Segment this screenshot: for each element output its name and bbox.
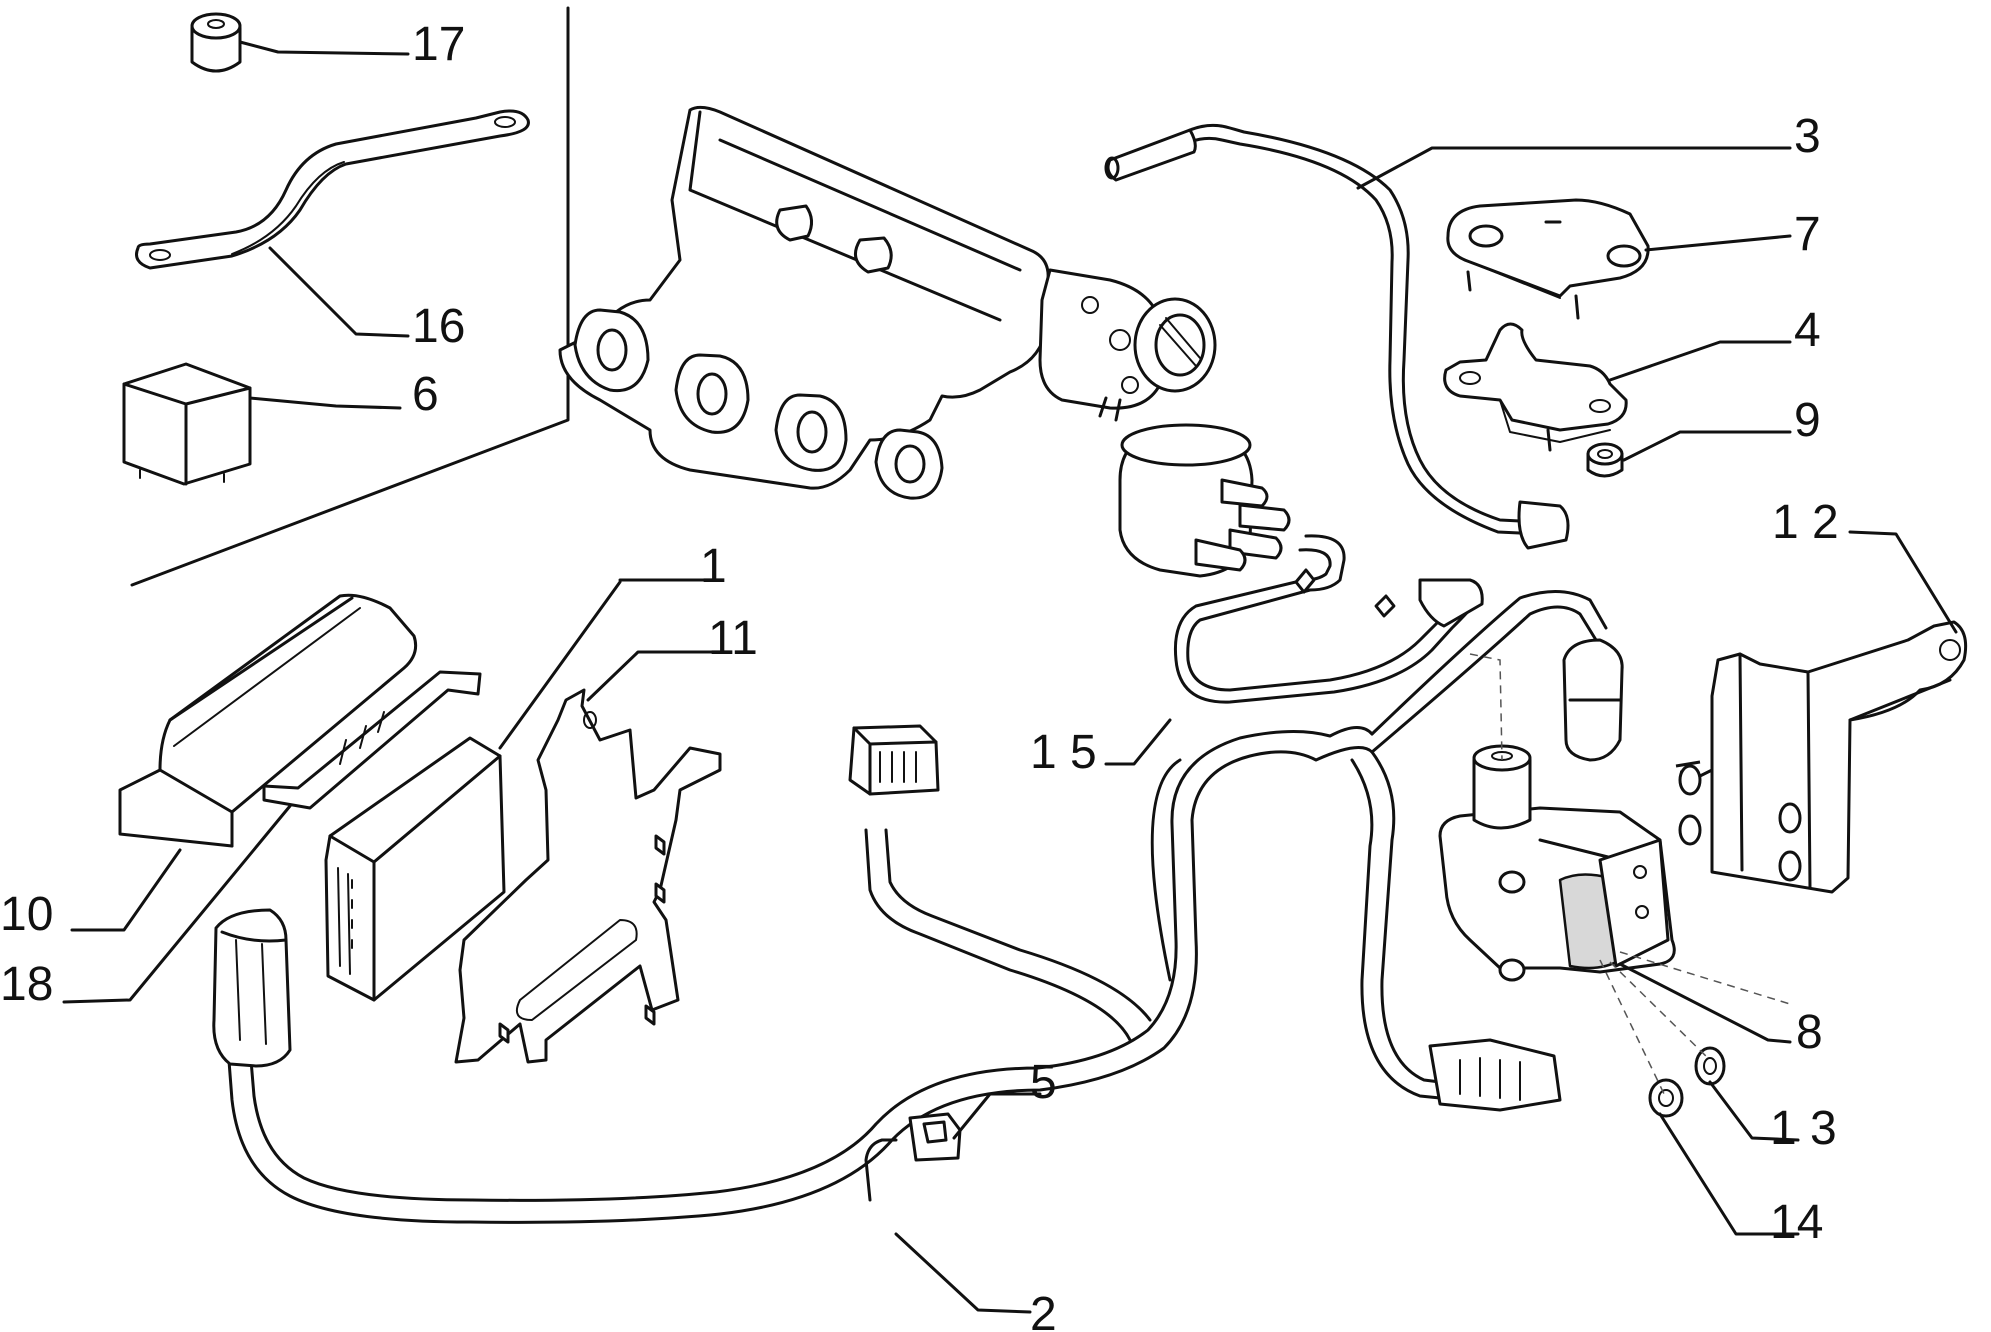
callout-2: 2 — [1030, 1288, 1057, 1332]
dashed-guides — [1469, 653, 1791, 1099]
callout-14: 14 — [1770, 1196, 1823, 1249]
inset-frame — [130, 6, 570, 587]
part-6-relay — [122, 362, 252, 486]
callout-8: 8 — [1796, 1006, 1823, 1059]
intake-manifold — [558, 105, 1217, 500]
callout-15: 1 5 — [1030, 726, 1097, 779]
part-8-ignition-coil — [1438, 744, 1676, 982]
leader-lines — [62, 40, 1958, 1314]
part-17-spacer — [190, 12, 242, 73]
callout-9: 9 — [1794, 394, 1821, 447]
part-3-vacuum-hose — [1104, 123, 1570, 550]
part-16-ground-strap — [135, 109, 530, 270]
callout-labels: 17 16 6 3 7 4 9 1 2 1 11 1 5 10 18 8 5 1… — [0, 18, 1839, 1332]
callout-18: 18 — [0, 958, 53, 1011]
part-1-ecu — [324, 736, 506, 1002]
callout-1: 1 — [700, 540, 727, 593]
callout-4: 4 — [1794, 304, 1821, 357]
part-4-bracket — [1443, 322, 1628, 452]
part-2-wiring-harness — [212, 589, 1624, 1224]
part-10-ecu-cover — [118, 593, 418, 848]
part-5-connector — [908, 1112, 962, 1162]
part-11-mounting-plate — [454, 688, 722, 1064]
callout-17: 17 — [412, 18, 465, 71]
callout-13: 1 3 — [1770, 1102, 1837, 1155]
callout-6: 6 — [412, 368, 439, 421]
callout-5: 5 — [1030, 1056, 1057, 1109]
part-15-ht-lead — [1173, 534, 1484, 704]
part-13-washer — [1694, 1046, 1726, 1086]
callout-11: 11 — [708, 612, 758, 665]
part-12-coil-bracket — [1675, 620, 1968, 894]
part-18-strip — [262, 670, 482, 810]
callout-16: 16 — [412, 300, 465, 353]
callout-10: 10 — [0, 888, 53, 941]
part-9-nut — [1586, 442, 1624, 478]
distributor-cap — [1118, 423, 1291, 578]
callout-12: 1 2 — [1772, 496, 1839, 549]
part-14-nut — [1648, 1078, 1684, 1118]
callout-7: 7 — [1794, 208, 1821, 261]
callout-3: 3 — [1794, 110, 1821, 163]
part-7-cover-plate — [1446, 198, 1650, 320]
